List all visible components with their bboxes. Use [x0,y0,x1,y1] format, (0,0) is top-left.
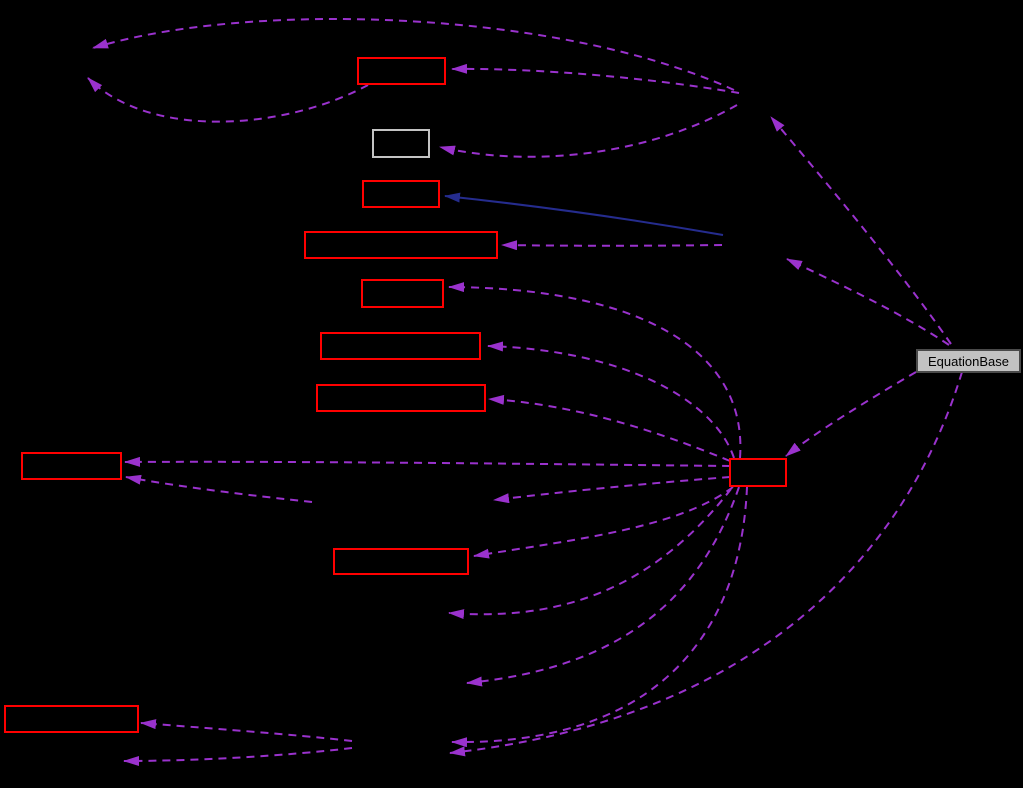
dependency-edge [123,747,353,766]
dependency-edge [487,341,735,459]
dependency-edge [488,394,731,462]
dependency-edge [451,63,740,94]
class-node-node-small-1[interactable] [361,279,444,308]
dependency-edge [786,258,950,346]
class-node-node-lower-mid[interactable] [333,548,469,575]
class-node-node-left-mid[interactable] [21,452,122,480]
dependency-edge [92,18,735,91]
dependency-edge [473,486,734,559]
class-node-node-grey[interactable] [372,129,430,158]
class-node-node-bottom-left[interactable] [4,705,139,733]
class-node-node-inherit[interactable] [362,180,440,208]
dependency-edge [125,474,313,503]
class-node-node-wide-2[interactable] [320,332,481,360]
class-node-node-hub[interactable] [729,458,787,487]
class-node-node-wide-1[interactable] [304,231,498,259]
dependency-edge [448,488,732,620]
dependency-edge [124,456,731,467]
dependency-edge [140,719,353,742]
dependency-edge [493,476,731,504]
label-node-text: EquationBase [928,354,1009,369]
dependency-edge [770,116,952,345]
dependency-edge [785,371,917,457]
edges-layer [87,18,963,766]
label-node[interactable]: EquationBase [916,349,1021,373]
dependency-edge [466,486,740,687]
dependency-edge [451,486,748,748]
label-node-box[interactable] [916,349,1021,373]
class-node-node-wide-3[interactable] [316,384,486,412]
nodes-layer [4,57,787,733]
inheritance-edge [444,192,724,236]
class-node-node-top[interactable] [357,57,446,85]
dependency-edge [439,104,738,158]
